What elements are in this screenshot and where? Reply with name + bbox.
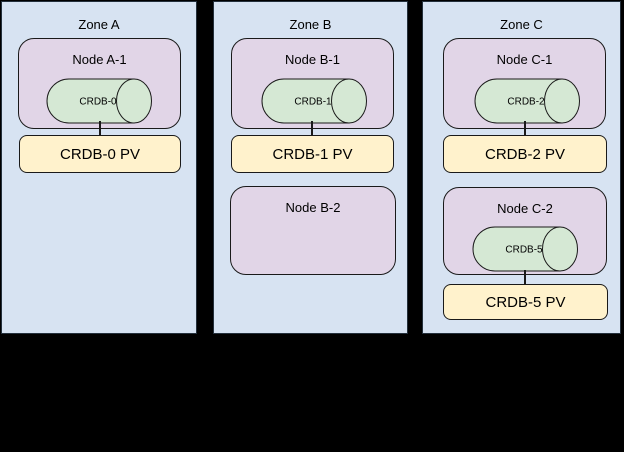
zone-b-title: Zone B bbox=[289, 17, 332, 32]
database-cylinder-icon: CRDB-0 bbox=[46, 78, 152, 124]
node-b2-title: Node B-2 bbox=[285, 200, 341, 215]
node-b2: Node B-2 bbox=[230, 186, 396, 275]
db-label: CRDB-1 bbox=[294, 97, 332, 108]
node-c1-title: Node C-1 bbox=[496, 52, 553, 67]
pv-label: CRDB-1 PV bbox=[272, 145, 353, 163]
pv-label: CRDB-0 PV bbox=[59, 145, 141, 163]
pv-box-crdb2: CRDB-2 PV bbox=[443, 135, 607, 173]
database-cylinder-icon: CRDB-1 bbox=[261, 78, 367, 124]
node-b1-title: Node B-1 bbox=[285, 52, 340, 67]
node-a1: Node A-1 CRDB-0 bbox=[18, 38, 181, 129]
pv-box-crdb1: CRDB-1 PV bbox=[231, 135, 394, 173]
connector-line bbox=[311, 121, 313, 136]
db-label: CRDB-0 bbox=[79, 97, 117, 108]
zone-c: Zone C Node C-1 CRDB-2 CRDB-2 PV Node C-… bbox=[422, 1, 621, 334]
db-label: CRDB-5 bbox=[505, 245, 543, 256]
node-c1: Node C-1 CRDB-2 bbox=[443, 38, 606, 129]
zone-c-title: Zone C bbox=[500, 17, 543, 32]
pv-label: CRDB-5 PV bbox=[485, 293, 566, 311]
zone-a: Zone A Node A-1 CRDB-0 CRDB-0 PV bbox=[1, 1, 197, 334]
node-a1-title: Node A-1 bbox=[72, 52, 127, 67]
connector-line bbox=[524, 270, 526, 285]
database-cylinder-icon: CRDB-5 bbox=[472, 226, 578, 272]
zone-b: Zone B Node B-1 CRDB-1 CRDB-1 PV Node B-… bbox=[213, 1, 408, 334]
pv-label: CRDB-2 PV bbox=[484, 145, 566, 163]
db-label: CRDB-2 bbox=[507, 97, 545, 108]
pv-box-crdb5: CRDB-5 PV bbox=[443, 284, 608, 320]
pv-box-crdb0: CRDB-0 PV bbox=[19, 135, 181, 173]
connector-line bbox=[99, 121, 101, 136]
node-b1: Node B-1 CRDB-1 bbox=[231, 38, 394, 129]
connector-line bbox=[524, 121, 526, 136]
node-c2: Node C-2 CRDB-5 bbox=[443, 187, 607, 275]
zone-a-title: Zone A bbox=[78, 17, 120, 32]
database-cylinder-icon: CRDB-2 bbox=[474, 78, 580, 124]
node-c2-title: Node C-2 bbox=[497, 201, 553, 216]
